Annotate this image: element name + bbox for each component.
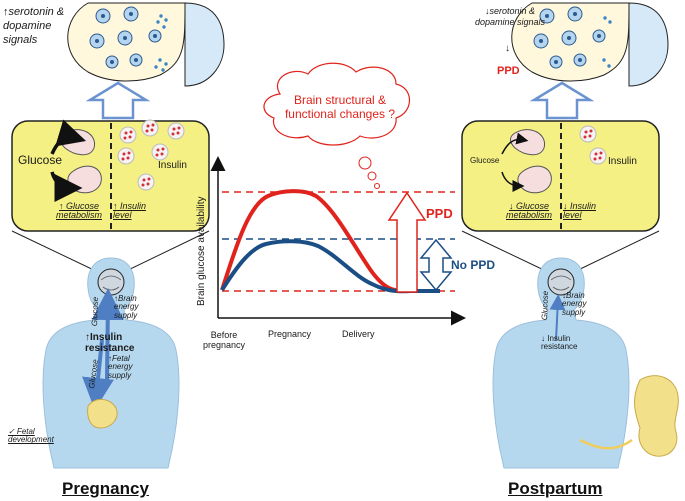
left-synapse xyxy=(67,2,225,87)
right-ppd-label: PPD xyxy=(497,65,520,77)
left-glucose-metabolism: ↑ Glucose metabolism xyxy=(55,201,102,221)
left-signals-label: ↑serotonin & dopamine signals xyxy=(3,6,65,46)
right-synapse xyxy=(511,2,669,87)
x-tick-delivery: Delivery xyxy=(342,329,375,339)
left-brain-energy: ↑Brain energy supply xyxy=(114,294,139,320)
chart-ppd-label: PPD xyxy=(426,206,453,221)
right-down-arrow: ↓ xyxy=(505,43,510,54)
right-insulin-level: ↓ Insulin level xyxy=(563,201,597,221)
x-tick-before: Before pregnancy xyxy=(202,330,246,351)
left-up-arrow xyxy=(85,81,151,120)
left-glucose-label: Glucose xyxy=(18,153,63,167)
chart-y-label: Brain glucose availability xyxy=(196,196,207,306)
ppd-gap-arrow xyxy=(387,191,427,293)
pregnancy-title: Pregnancy xyxy=(62,479,149,498)
left-insulin-resistance: ↑Insulin resistance xyxy=(85,332,135,354)
right-signals-label: ↓serotonin & dopamine signals xyxy=(474,6,546,27)
left-insulin-label: Insulin xyxy=(158,160,187,171)
baby-figure xyxy=(634,375,679,457)
x-tick-pregnancy: Pregnancy xyxy=(268,329,312,339)
right-up-arrow xyxy=(529,81,595,120)
left-glucose-upper-label: Glucose xyxy=(90,296,101,327)
glucose-chart xyxy=(210,156,466,326)
postpartum-title: Postpartum xyxy=(508,479,603,498)
thought-text: Brain structural & functional changes ? xyxy=(284,93,396,122)
right-body xyxy=(492,257,679,469)
right-insulin-label: Insulin xyxy=(608,156,637,167)
thought-bubble xyxy=(263,62,411,189)
left-cell xyxy=(11,119,210,232)
right-cell xyxy=(461,120,660,232)
chart-no-ppd-label: No PPD xyxy=(451,258,496,272)
left-fetal-development: ✓ Fetal development xyxy=(8,427,54,445)
right-glucose-label: Glucose xyxy=(470,156,500,165)
series-no-ppd xyxy=(220,239,440,294)
right-glucose-label-body: Glucose xyxy=(540,290,551,321)
left-insulin-level: ↑ Insulin level xyxy=(113,201,147,221)
right-brain-energy: ↓Brain energy supply xyxy=(562,291,587,317)
left-insulin-granules xyxy=(117,119,185,191)
left-vesicles xyxy=(89,6,162,69)
right-glucose-metabolism: ↓ Glucose metabolism xyxy=(505,201,552,221)
left-body xyxy=(42,257,180,469)
series-ppd xyxy=(220,189,440,294)
left-fetal-energy: ↑Fetal energy supply xyxy=(108,354,133,380)
right-insulin-resistance: ↓ Insulin resistance xyxy=(541,334,578,352)
